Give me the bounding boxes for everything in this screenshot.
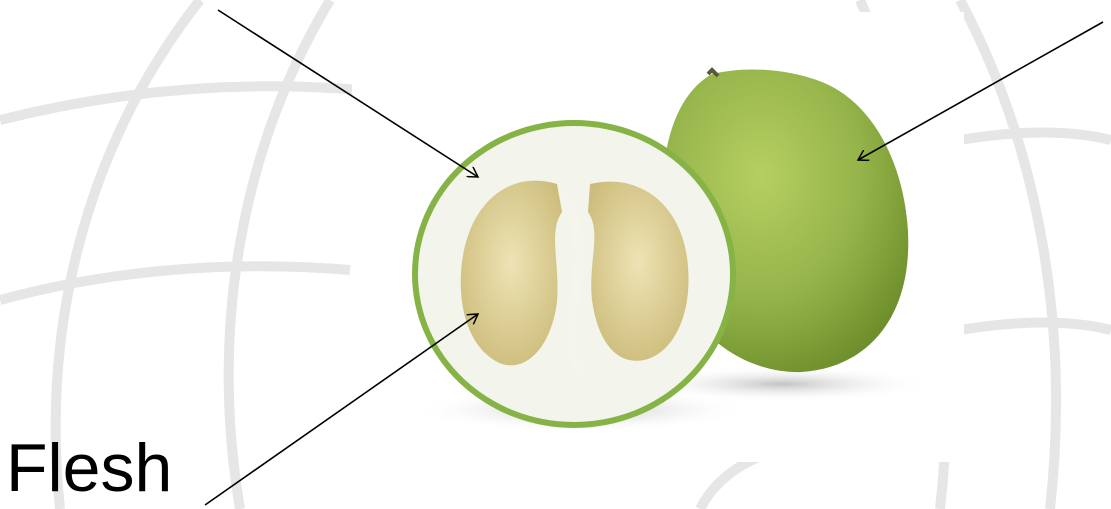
pomelo-illustration	[352, 12, 964, 462]
flesh-label: Flesh	[6, 428, 172, 508]
pomelo-photo	[352, 12, 964, 462]
cut-pomelo-half	[412, 120, 736, 428]
